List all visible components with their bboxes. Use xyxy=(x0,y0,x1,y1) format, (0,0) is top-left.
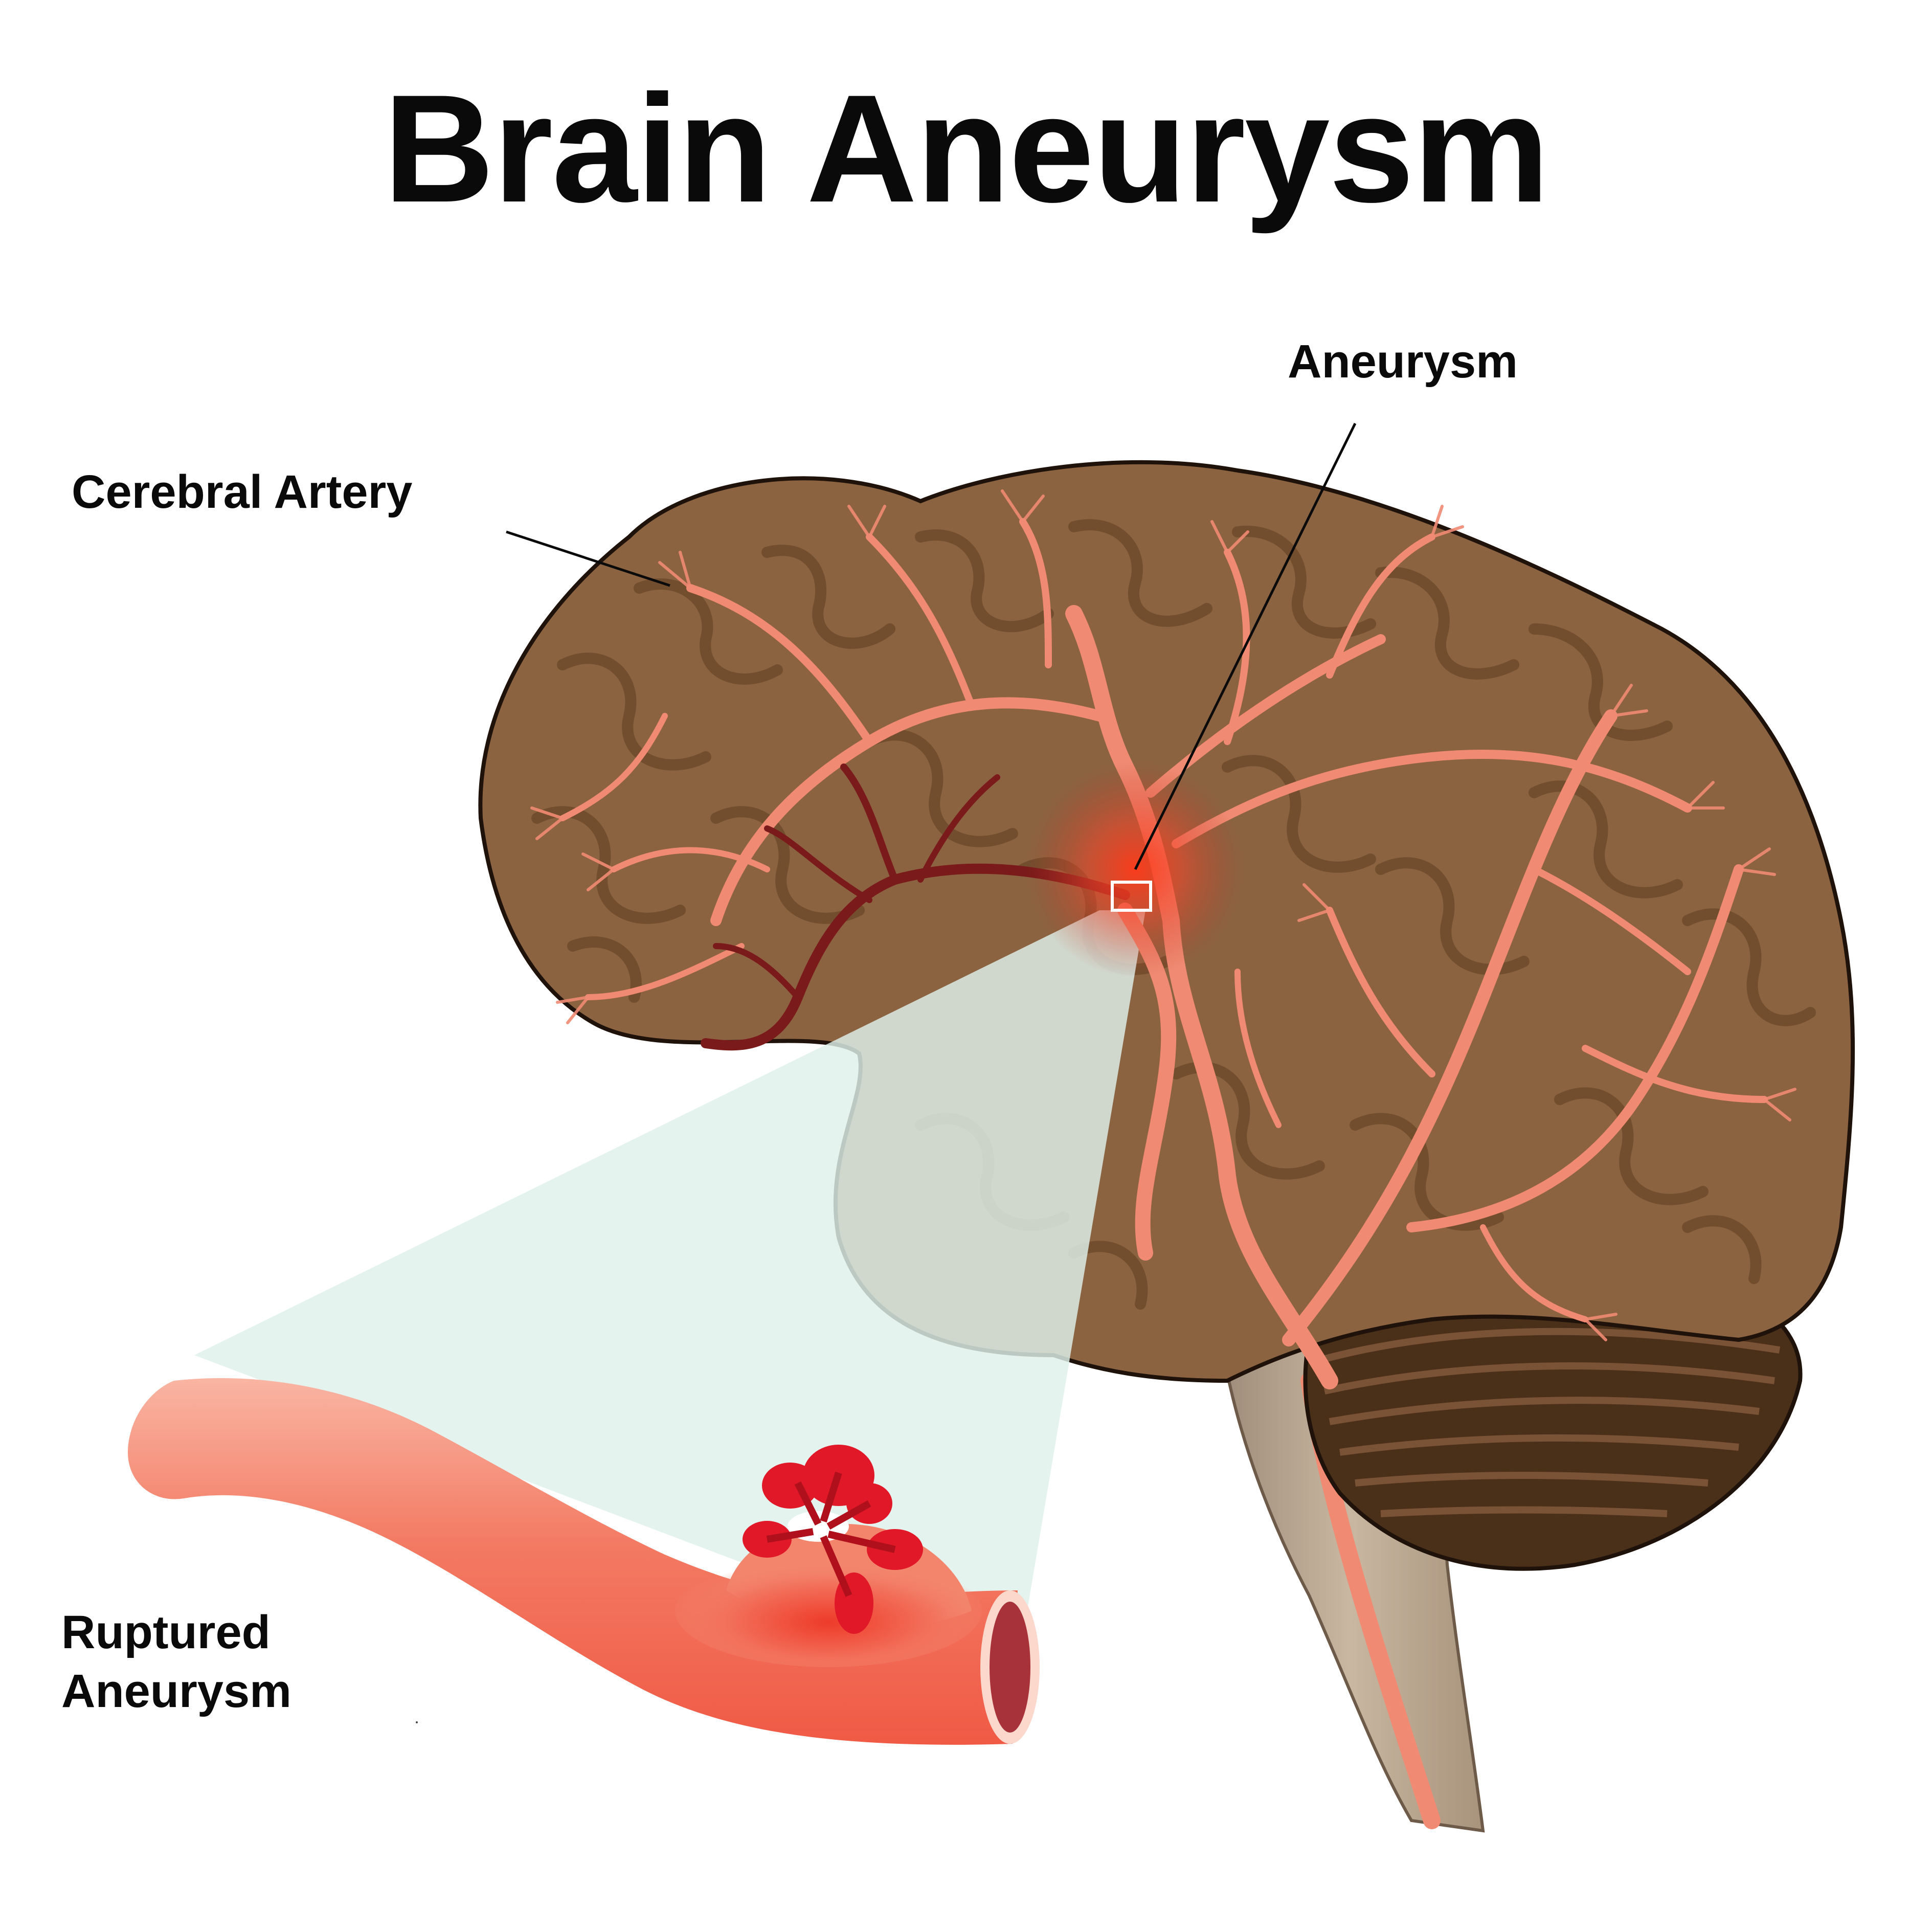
page-title: Brain Aneurysm xyxy=(383,62,1549,234)
zoom-cone xyxy=(194,910,1145,1667)
leader-lines xyxy=(506,422,1357,870)
stray-dot xyxy=(416,1721,418,1723)
blood-burst xyxy=(743,1445,923,1634)
ruptured-vessel xyxy=(128,1378,1040,1745)
label-aneurysm: Aneurysm xyxy=(1288,335,1518,388)
label-ruptured-aneurysm: Ruptured Aneurysm xyxy=(61,1606,291,1717)
cerebral-artery-leader xyxy=(506,530,670,587)
label-cerebral-artery: Cerebral Artery xyxy=(72,466,413,518)
aneurysm-leader xyxy=(1134,422,1357,870)
